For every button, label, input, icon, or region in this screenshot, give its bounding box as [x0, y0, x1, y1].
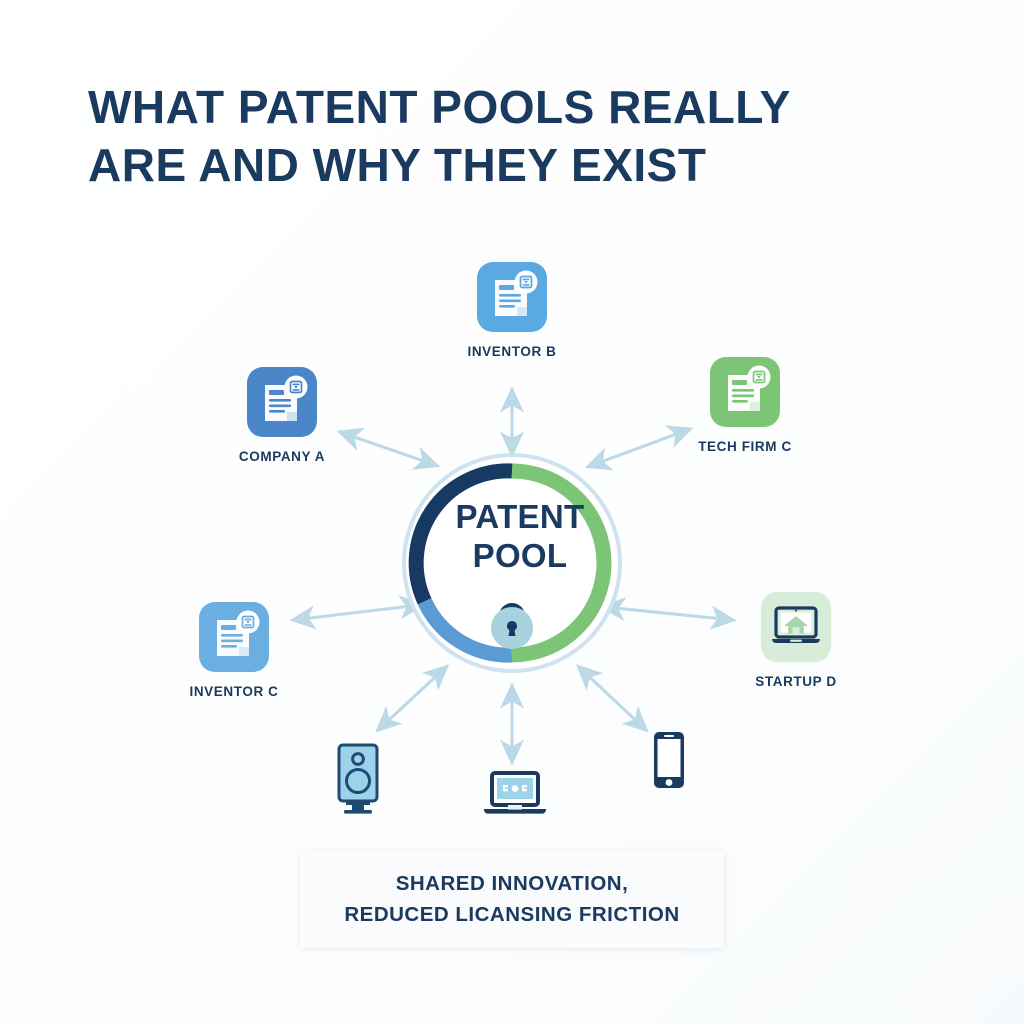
node-label: Company A — [238, 449, 326, 464]
node-inventor-b[interactable]: Inventor B — [432, 262, 592, 359]
outer-ring — [402, 453, 622, 673]
arrow-to-company-a — [336, 427, 441, 470]
patent-document-icon[interactable] — [199, 602, 269, 672]
summary-line-1: Shared Innovation, — [395, 872, 629, 895]
laptop-icon[interactable] — [470, 771, 560, 837]
page-title: What Patent Pools Really Are and Why The… — [88, 78, 888, 194]
summary-line-2: Reduced Licansing Friction — [344, 903, 680, 926]
node-label: Inventor C — [189, 684, 279, 699]
patent-document-icon[interactable] — [247, 367, 317, 437]
lock-icon — [491, 603, 533, 649]
patent-document-icon[interactable] — [477, 262, 547, 332]
arrow-to-inventor-c — [289, 595, 426, 630]
arrow-to-smartphone — [575, 664, 649, 733]
node-company-a[interactable]: Company A — [202, 367, 362, 464]
green-segment — [511, 463, 612, 663]
node-label: Startup D — [755, 674, 837, 689]
title-line-2: Are and Why They Exist — [88, 139, 707, 191]
laptop-home-icon[interactable] — [761, 592, 831, 662]
arrow-to-tech-firm-c — [584, 425, 694, 471]
patent-document-icon[interactable] — [710, 357, 780, 427]
device-laptop[interactable] — [470, 763, 560, 838]
device-smartphone[interactable] — [624, 724, 714, 819]
title-line-1: What Patent Pools Really — [88, 81, 791, 133]
smartphone-icon[interactable] — [624, 732, 714, 818]
summary-banner: Shared Innovation, Reduced Licansing Fri… — [300, 850, 724, 948]
arrow-group — [289, 386, 737, 766]
node-startup-d[interactable]: Startup D — [716, 592, 876, 689]
arrow-to-speaker — [375, 664, 450, 733]
node-label: Inventor B — [467, 344, 557, 359]
device-speaker[interactable] — [313, 730, 403, 825]
navy-segment — [408, 463, 513, 605]
arrow-to-startup-d — [599, 597, 737, 630]
speaker-icon[interactable] — [313, 743, 403, 824]
node-inventor-c[interactable]: Inventor C — [154, 602, 314, 699]
donut-ring — [408, 463, 612, 663]
node-label: Tech Firm C — [698, 439, 792, 454]
summary-text: Shared Innovation, Reduced Licansing Fri… — [344, 868, 679, 930]
node-tech-firm-c[interactable]: Tech Firm C — [665, 357, 825, 454]
blue-segment — [417, 598, 513, 663]
